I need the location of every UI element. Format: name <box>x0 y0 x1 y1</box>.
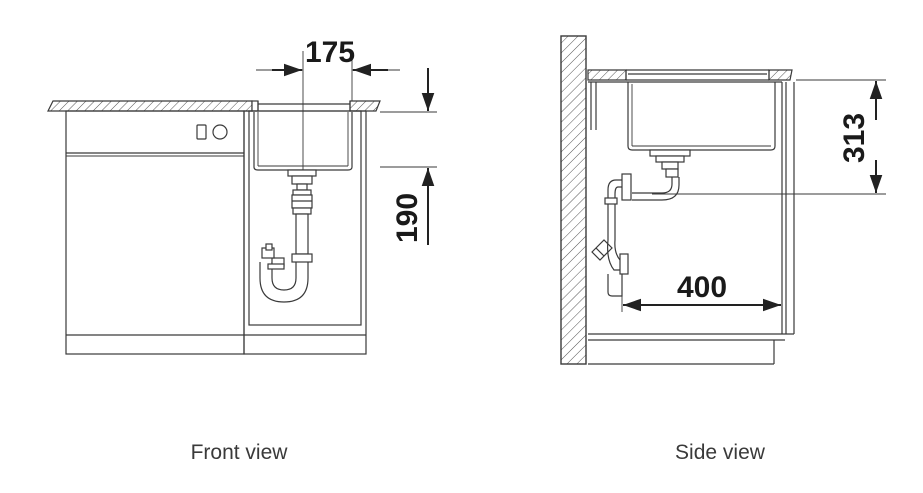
control-switch-icon <box>196 124 207 140</box>
control-knob-icon <box>212 124 228 140</box>
front-view: 175 190 Front view <box>47 36 437 464</box>
front-left-cabinet <box>65 110 245 355</box>
side-drain-trap <box>591 149 691 297</box>
front-drain-trap <box>259 169 317 303</box>
side-view: 313 400 Side view <box>560 35 886 464</box>
dimension-190: 190 <box>380 68 437 245</box>
dimension-400: 400 <box>621 271 781 312</box>
dimension-190-label: 190 <box>391 193 424 243</box>
side-wall <box>560 35 587 365</box>
side-countertop <box>587 69 793 81</box>
front-sink-cabinet <box>243 110 367 355</box>
front-countertop <box>47 100 381 112</box>
dimension-313: 313 <box>652 79 886 195</box>
side-cabinet <box>588 81 795 365</box>
front-view-caption: Front view <box>191 441 289 464</box>
side-sink-bowl <box>627 82 776 151</box>
dimension-400-label: 400 <box>677 271 727 304</box>
dimension-313-label: 313 <box>838 113 871 163</box>
dimension-175: 175 <box>256 36 400 170</box>
side-view-caption: Side view <box>675 441 766 464</box>
dimension-175-label: 175 <box>305 36 355 69</box>
